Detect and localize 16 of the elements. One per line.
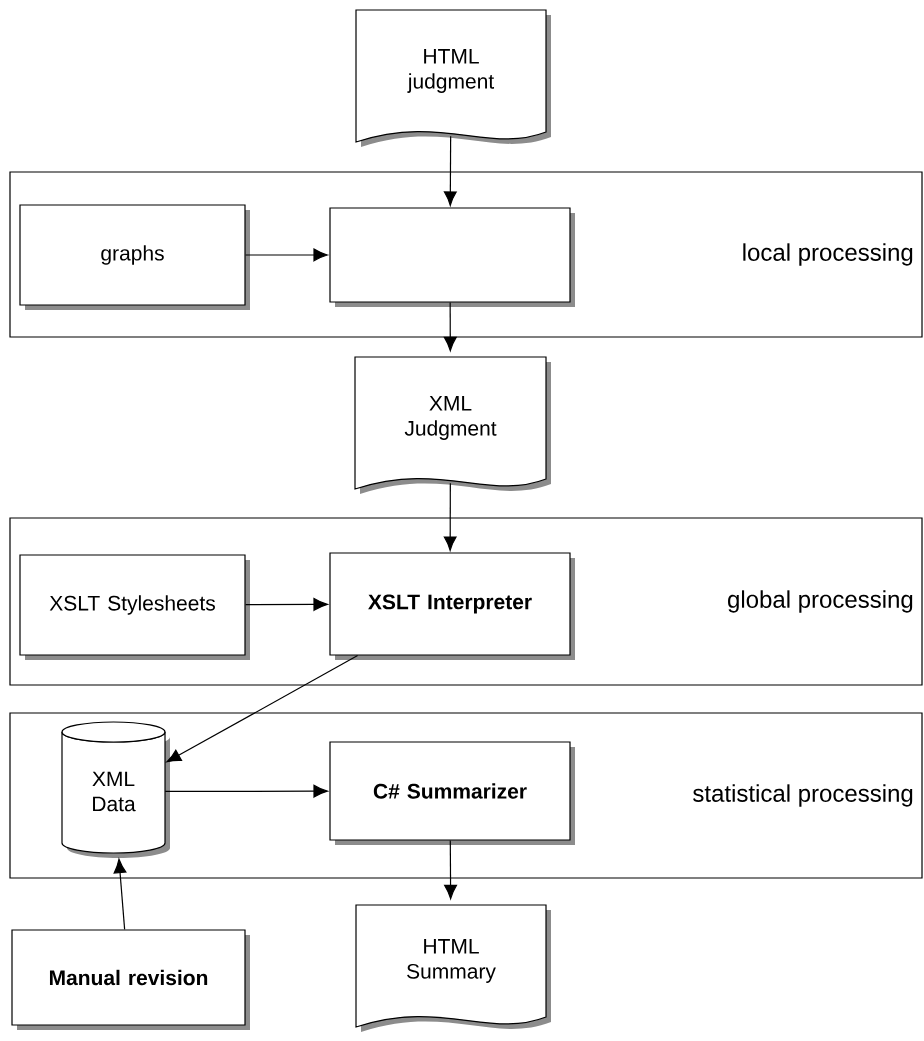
arrow bbox=[443, 135, 457, 206]
arrow bbox=[443, 302, 457, 352]
database-cylinder: XML Data bbox=[61, 721, 170, 858]
arrow bbox=[164, 784, 328, 798]
arrow bbox=[166, 655, 359, 763]
arrow bbox=[443, 482, 457, 551]
process-box: Manual revision bbox=[11, 929, 250, 1030]
arrow bbox=[245, 597, 328, 611]
process-box: XSLT Stylesheets bbox=[19, 554, 250, 660]
process-box bbox=[329, 207, 575, 307]
arrow bbox=[245, 248, 328, 262]
process-box: graphs bbox=[19, 204, 250, 310]
process-box: XSLT Interpreter bbox=[329, 552, 575, 660]
arrow bbox=[113, 858, 127, 930]
process-box: C# Summarizer bbox=[329, 741, 575, 845]
arrow bbox=[444, 840, 458, 900]
